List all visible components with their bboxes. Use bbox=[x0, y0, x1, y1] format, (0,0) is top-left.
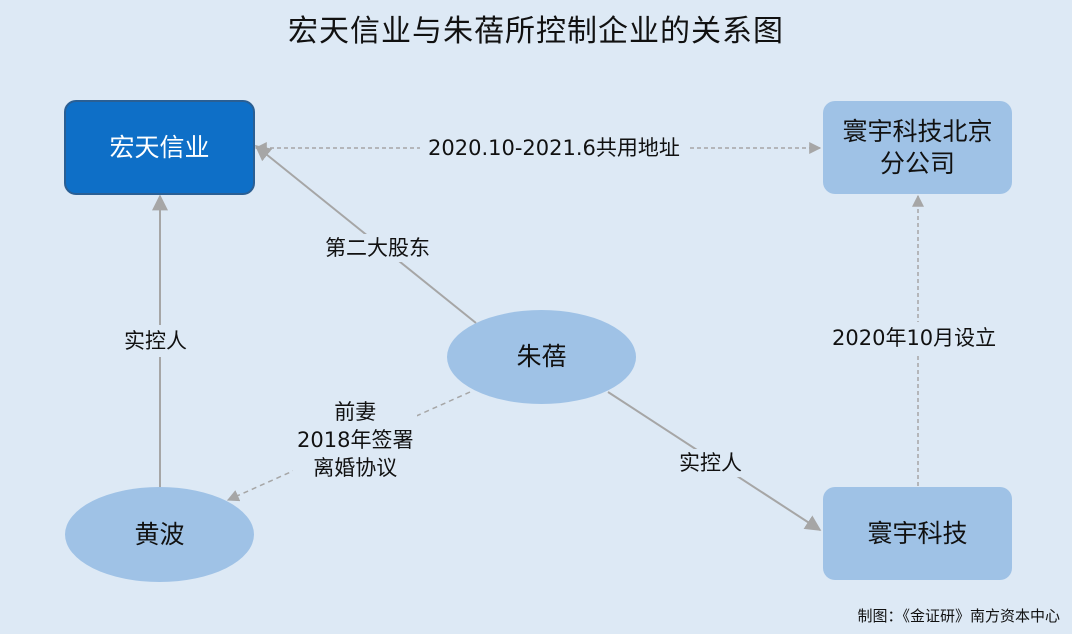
node-huanyu-label: 寰宇科技 bbox=[867, 518, 968, 548]
diagram-title: 宏天信业与朱蓓所控制企业的关系图 bbox=[288, 14, 784, 49]
node-huanyu-beijing-line1: 寰宇科技北京 bbox=[842, 116, 993, 146]
label-ex-wife-line1: 前妻 bbox=[334, 400, 377, 424]
edge-ex-wife bbox=[226, 391, 471, 502]
label-controller-right: 实控人 bbox=[676, 449, 745, 477]
label-shared-address: 2020.10-2021.6共用地址 bbox=[420, 134, 688, 162]
node-zhubei: 朱蓓 bbox=[447, 310, 636, 404]
label-established: 2020年10月设立 bbox=[828, 322, 1001, 354]
label-ex-wife-line2: 2018年签署 bbox=[297, 428, 414, 452]
label-second-shareholder: 第二大股东 bbox=[322, 234, 433, 262]
node-huanyu-beijing: 寰宇科技北京 分公司 bbox=[823, 101, 1012, 194]
label-controller-left: 实控人 bbox=[121, 325, 190, 357]
node-hongtian-label: 宏天信业 bbox=[109, 132, 210, 162]
node-huanyu: 寰宇科技 bbox=[823, 487, 1012, 580]
node-hongtian: 宏天信业 bbox=[64, 100, 255, 195]
label-ex-wife: 前妻 2018年签署 离婚协议 bbox=[293, 398, 418, 482]
node-huangbo: 黄波 bbox=[65, 487, 254, 582]
node-huangbo-label: 黄波 bbox=[134, 519, 185, 549]
node-zhubei-label: 朱蓓 bbox=[516, 342, 567, 371]
label-ex-wife-line3: 离婚协议 bbox=[313, 456, 398, 480]
node-huanyu-beijing-line2: 分公司 bbox=[879, 148, 955, 178]
credit-line: 制图：《金证研》南方资本中心 bbox=[857, 607, 1060, 625]
